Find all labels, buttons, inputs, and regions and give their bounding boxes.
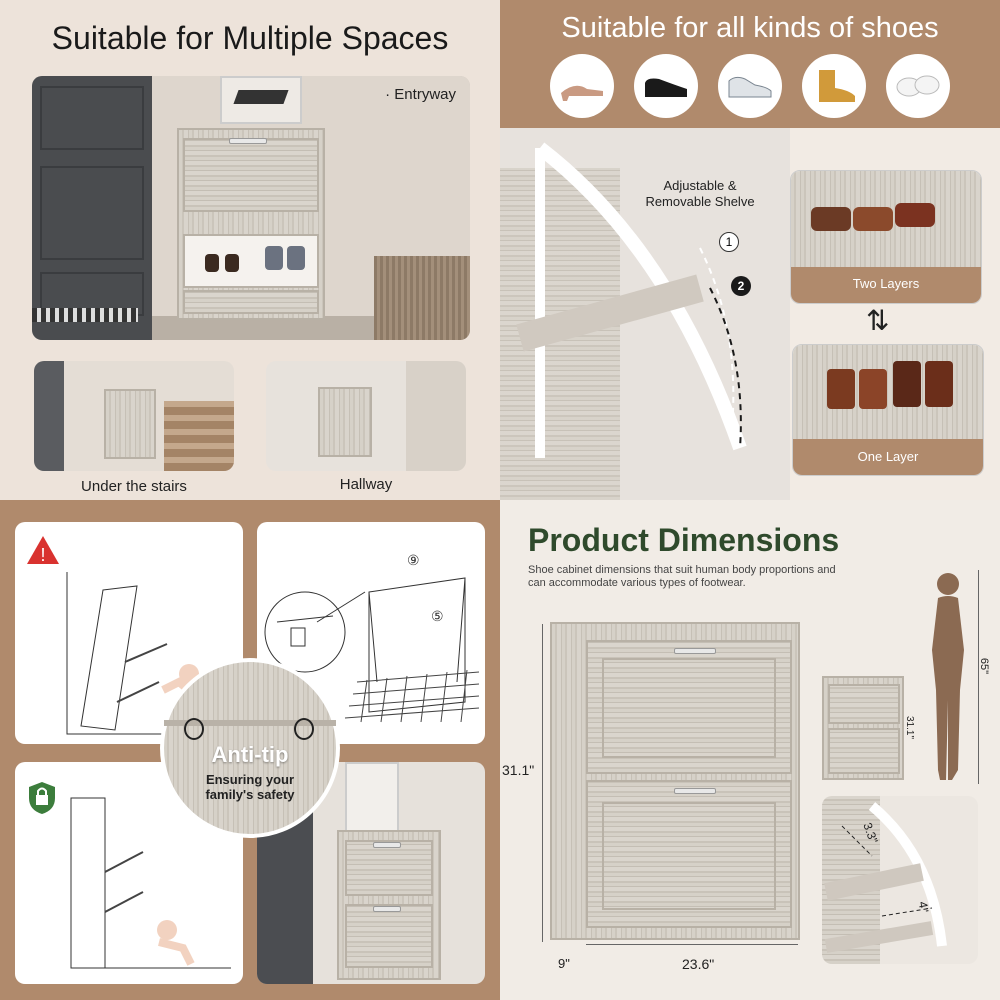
boot-icon — [802, 54, 866, 118]
anti-tip-title: Anti-tip — [211, 742, 289, 767]
under-stairs-photo — [34, 361, 234, 471]
wall-mount-diagram — [264, 577, 480, 723]
two-layers-card: Two Layers — [790, 170, 982, 304]
entryway-label: · Entryway — [385, 86, 456, 103]
marker-2: 2 — [731, 276, 751, 296]
swap-arrows-icon: ⇅ — [866, 305, 890, 336]
wall-art-image — [220, 76, 302, 124]
person-silhouette-icon — [932, 573, 964, 780]
anti-tip-callout: Anti-tip Ensuring your family's safety — [160, 658, 340, 838]
hallway-photo — [266, 361, 466, 471]
anti-tip-panel: ! ⑨ ⑤ — [0, 500, 500, 1000]
screw-label-9: ⑨ — [407, 552, 420, 568]
door-image — [32, 76, 152, 340]
dress-shoe-icon — [634, 54, 698, 118]
dimensions-subtitle: Shoe cabinet dimensions that suit human … — [528, 564, 836, 589]
under-stairs-label: Under the stairs — [81, 478, 187, 495]
hallway-label: Hallway — [339, 476, 393, 493]
person-height-line — [978, 570, 979, 784]
height-dim-line — [542, 624, 543, 942]
basket-image — [374, 256, 470, 340]
cabinet-image — [177, 128, 325, 320]
small-height-label: 31.1" — [904, 715, 916, 740]
warning-icon: ! — [27, 536, 59, 565]
marker-1: 1 — [719, 232, 739, 252]
entryway-photo: · Entryway — [32, 76, 470, 340]
svg-text:!: ! — [40, 545, 45, 565]
dimensions-title: Product Dimensions — [528, 522, 840, 558]
wall-mount-card: ⑨ ⑤ — [257, 522, 485, 744]
one-layer-card: One Layer — [792, 344, 984, 476]
person-height-label: 65" — [978, 657, 991, 675]
anchor-left-icon — [184, 718, 204, 740]
shoe-types-panel: Suitable for all kinds of shoes 1 2 Adju… — [500, 0, 1000, 500]
doormat-image — [32, 308, 138, 322]
anti-tip-subtitle: Ensuring your family's safety — [205, 772, 295, 802]
depth-label: 9" — [558, 956, 570, 971]
product-dimensions-panel: Product Dimensions Shoe cabinet dimensio… — [500, 500, 1000, 1000]
height-label: 31.1" — [502, 762, 535, 778]
slipper-icon — [886, 54, 950, 118]
main-cabinet-image — [550, 622, 800, 940]
screw-label-5: ⑤ — [431, 608, 444, 624]
stable-cabinet-diagram — [70, 797, 231, 969]
sneaker-icon — [718, 54, 782, 118]
shelf-closeup-image: 1 2 — [500, 128, 790, 500]
shelve-label: Adjustable & Removable Shelve — [645, 178, 755, 209]
small-cabinet-image — [822, 676, 904, 780]
width-label: 23.6" — [682, 956, 715, 972]
multiple-spaces-panel: Suitable for Multiple Spaces — [0, 0, 500, 500]
shelf-detail-card: 3.3" 4" — [822, 796, 978, 964]
high-heel-icon — [550, 54, 614, 118]
anchor-right-icon — [294, 718, 314, 740]
shield-lock-icon — [29, 782, 55, 814]
one-layer-label: One Layer — [857, 449, 919, 464]
spaces-title: Suitable for Multiple Spaces — [51, 20, 449, 56]
two-layers-label: Two Layers — [852, 276, 920, 291]
width-dim-line — [586, 944, 798, 945]
shoe-types-title: Suitable for all kinds of shoes — [561, 12, 939, 44]
